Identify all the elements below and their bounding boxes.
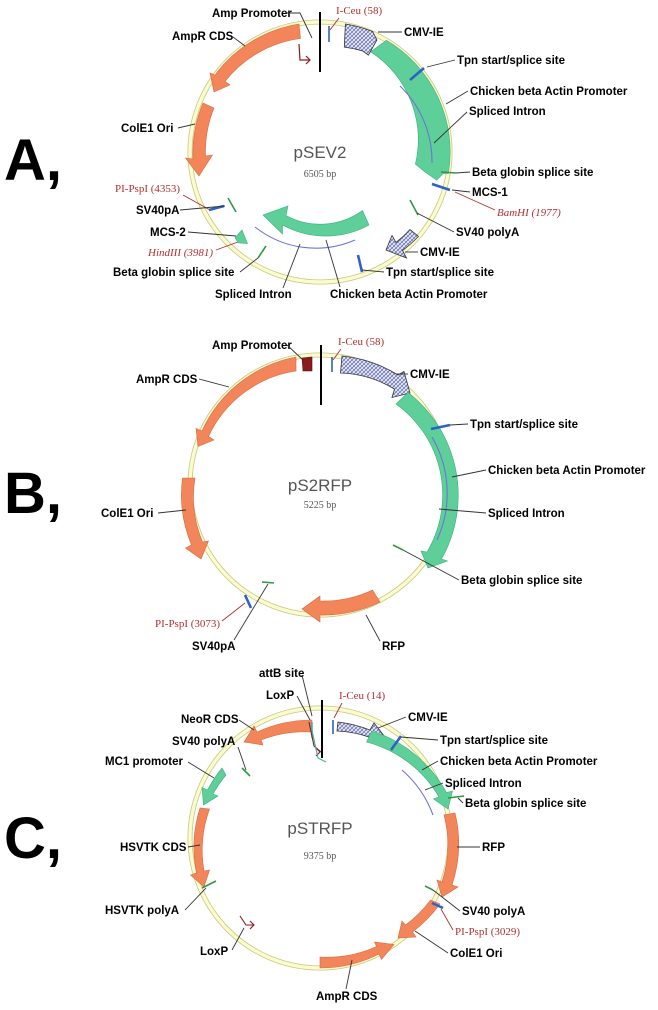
plasmid-b-spliced-intron <box>431 436 448 541</box>
plasmid-a-size: 6505 bp <box>304 169 337 180</box>
label-a-cba-1: Chicken beta Actin Promoter <box>470 86 628 98</box>
plasmid-b-size: 5225 bp <box>304 500 337 511</box>
plasmid-b-amp-promoter <box>301 356 313 372</box>
plasmid-c-chicken-actin-promoter <box>366 730 453 810</box>
label-b-rfp: RFP <box>382 641 405 653</box>
label-c-hsvtk: HSVTK CDS <box>120 842 187 854</box>
label-b-bglob: Beta globin splice site <box>461 575 582 587</box>
label-a-cmv-ie-2: CMV-IE <box>420 247 460 259</box>
plasmid-c-neor-cds <box>243 719 313 746</box>
label-a-hindiii: HindIII (3981) <box>147 247 213 259</box>
label-b-amp-promoter: Amp Promoter <box>212 340 292 352</box>
plasmid-a-spliced-intron-1 <box>399 85 433 164</box>
label-b-cole1: ColE1 Ori <box>101 508 153 520</box>
label-c-ampr-cds: AmpR CDS <box>316 991 378 1003</box>
plasmid-c-size: 9375 bp <box>304 851 337 862</box>
plasmid-b-chicken-actin-promoter <box>395 392 459 569</box>
plasmid-c-spliced-intron <box>401 769 434 816</box>
label-a-amp-promoter: Amp Promoter <box>212 8 292 20</box>
panel-b: B, pS2RFP 5225 bp Amp Promoter I-Ceu (58… <box>4 336 646 653</box>
label-a-bglob-2: Beta globin splice site <box>113 267 234 279</box>
label-a-intron-2: Spliced Intron <box>215 289 292 301</box>
label-a-mcs1: MCS-1 <box>472 187 508 199</box>
plasmid-b-name: pS2RFP <box>288 476 352 495</box>
plasmid-c-hsvtk-cds <box>189 807 210 888</box>
plasmid-a-cmv-ie-2 <box>385 228 420 259</box>
plasmid-a-mcs2 <box>234 229 248 244</box>
label-c-hsvtk-pa: HSVTK polyA <box>105 905 179 917</box>
label-a-cmv-ie: CMV-IE <box>404 27 444 39</box>
label-a-mcs2: MCS-2 <box>150 227 186 239</box>
label-c-attb: attB site <box>259 668 304 680</box>
plasmid-b-cole1-ori <box>181 477 209 560</box>
label-c-cba: Chicken beta Actin Promoter <box>440 756 598 768</box>
label-a-bamhi: BamHI (1977) <box>497 207 561 219</box>
label-b-cba: Chicken beta Actin Promoter <box>488 465 646 477</box>
plasmid-b-ampr-cds <box>195 356 297 447</box>
label-b-sv40pa: SV40pA <box>192 641 235 653</box>
attb-arrow-icon <box>310 725 327 763</box>
label-c-tpn: Tpn start/splice site <box>440 735 548 747</box>
label-c-cmv-ie: CMV-IE <box>408 712 448 724</box>
plasmid-a-chicken-actin-promoter-2 <box>262 205 370 237</box>
plasmid-a-name: pSEV2 <box>294 143 347 162</box>
label-b-cmv-ie: CMV-IE <box>410 369 450 381</box>
panel-c-letter: C, <box>4 806 62 871</box>
plasmid-a-spliced-intron-2 <box>254 226 356 249</box>
label-a-bglob-1: Beta globin splice site <box>472 167 593 179</box>
plasmid-b-cmv-ie <box>340 355 411 399</box>
label-a-intron-1: Spliced Intron <box>469 106 546 118</box>
label-c-rfp: RFP <box>482 842 505 854</box>
label-a-iceu: I-Ceu (58) <box>336 5 382 17</box>
label-c-intron: Spliced Intron <box>445 778 522 790</box>
label-b-ampr-cds: AmpR CDS <box>136 374 198 386</box>
label-a-cole1: ColE1 Ori <box>121 123 173 135</box>
label-a-sv40pa: SV40pA <box>136 205 179 217</box>
loxp-arrow-icon-2 <box>239 915 254 926</box>
plasmid-b-rfp <box>301 589 381 623</box>
plasmid-a-cole1-ori <box>184 102 215 177</box>
panel-a-letter: A, <box>4 128 62 193</box>
label-c-sv40polya-2: SV40 polyA <box>462 906 525 918</box>
label-b-intron: Spliced Intron <box>488 508 565 520</box>
label-c-loxp-1: LoxP <box>266 690 294 702</box>
label-c-sv40polya-1: SV40 polyA <box>172 736 235 748</box>
plasmid-c-mc1-promoter <box>201 767 227 806</box>
label-c-cole1: ColE1 Ori <box>450 948 502 960</box>
label-c-bglob: Beta globin splice site <box>465 798 586 810</box>
plasmid-a-ampr-cds <box>209 23 301 93</box>
plasmid-a-cmv-ie-1 <box>343 23 378 56</box>
plasmid-a-chicken-actin-promoter <box>369 39 451 181</box>
label-b-pipspi: PI-PspI (3073) <box>155 618 220 630</box>
label-b-tpn: Tpn start/splice site <box>470 419 578 431</box>
panel-b-letter: B, <box>4 461 62 526</box>
promoter-arrow-icon <box>298 43 310 61</box>
label-a-ampr-cds: AmpR CDS <box>172 31 234 43</box>
plasmid-c-ampr-cds <box>319 941 395 969</box>
label-a-sv40polya: SV40 polyA <box>456 227 519 239</box>
panel-a: A, pSEV2 6505 bp Amp Promoter <box>4 5 628 301</box>
plasmid-c-rfp <box>436 812 459 898</box>
label-c-iceu: I-Ceu (14) <box>339 690 385 702</box>
label-a-tpn-2: Tpn start/splice site <box>386 267 494 279</box>
label-a-cba-2: Chicken beta Actin Promoter <box>330 289 488 301</box>
label-b-iceu: I-Ceu (58) <box>338 336 384 348</box>
label-c-loxp-2: LoxP <box>200 946 228 958</box>
panel-c: C, pSTRFP 9375 bp <box>4 668 598 1003</box>
label-c-neor: NeoR CDS <box>181 714 239 726</box>
label-a-tpn-1: Tpn start/splice site <box>457 55 565 67</box>
label-a-pipspi: PI-PspI (4353) <box>115 183 180 195</box>
plasmid-c-cole1-ori <box>397 899 441 939</box>
label-c-pipspi: PI-PspI (3029) <box>455 926 520 938</box>
label-c-mc1: MC1 promoter <box>105 756 183 768</box>
plasmid-c-name: pSTRFP <box>287 819 352 838</box>
